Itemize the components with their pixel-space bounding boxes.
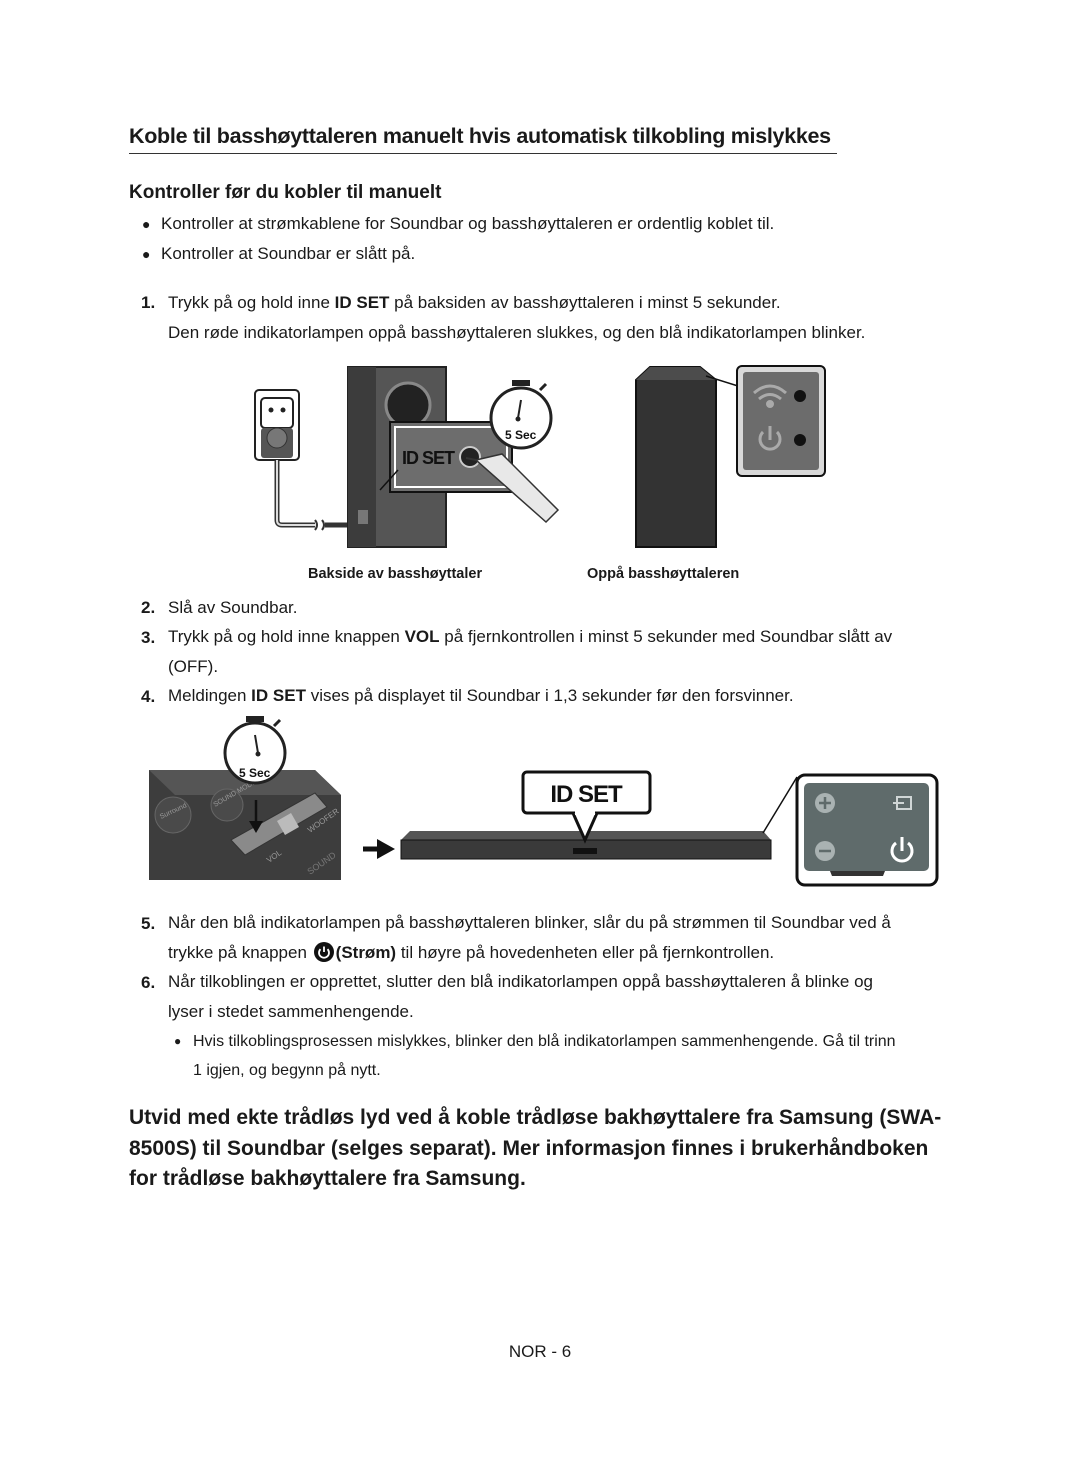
step-4-text: Meldingen ID SET vises på displayet til … [168, 681, 794, 711]
step-4-post: vises på displayet til Soundbar i 1,3 se… [305, 686, 794, 705]
indicator-led [794, 390, 806, 402]
wall-outlet-icon [254, 389, 300, 461]
step-1-key: ID SET [334, 293, 390, 312]
page-heading: Koble til basshøyttaleren manuelt hvis a… [129, 124, 837, 154]
step-4-key: ID SET [251, 686, 306, 705]
bullet: ● [142, 216, 151, 232]
step-5-line2: trykke på knappen (Strøm) til høyre på h… [168, 938, 774, 968]
timer-label: 5 Sec [505, 428, 537, 442]
step-number: 6. [141, 973, 156, 992]
step-6-line1: Når tilkoblingen er opprettet, slutter d… [168, 972, 873, 991]
step-2-text: Slå av Soundbar. [168, 598, 298, 617]
wifi-icon [753, 384, 787, 408]
step-5-key: (Strøm) [335, 943, 397, 962]
press-arrow-icon [249, 800, 263, 833]
check-item: Kontroller at Soundbar er slått på. [161, 244, 416, 263]
plus-icon [815, 793, 835, 813]
timer-icon [223, 716, 287, 785]
figure-subwoofer-back-top: ID SET 5 Sec [254, 365, 826, 548]
step-3-line2: (OFF). [168, 657, 219, 676]
section-subheading: Kontroller før du kobler til manuelt [129, 182, 442, 203]
step-6-line2: lyser i stedet sammenhengende. [168, 1002, 414, 1021]
input-source-icon [893, 796, 912, 810]
step-5-post: til høyre på hovedenheten eller på fjern… [396, 943, 775, 962]
soundbar-icon [400, 831, 772, 860]
step-number: 3. [141, 628, 156, 647]
power-icon [890, 837, 914, 863]
step-1-pre: Trykk på og hold inne [168, 293, 335, 312]
step-number: 5. [141, 914, 156, 933]
indicator-panel [736, 365, 826, 477]
power-icon [758, 426, 782, 451]
step-number: 2. [141, 598, 156, 617]
check-item: Kontroller at strømkablene for Soundbar … [161, 214, 775, 233]
id-set-label: ID SET [402, 448, 455, 468]
bullet: ● [142, 246, 151, 262]
timer-icon [489, 380, 553, 450]
minus-icon [815, 841, 835, 861]
soundbar-display-text: ID SET [550, 781, 623, 808]
step-3-pre: Trykk på og hold inne knappen [168, 627, 405, 646]
caption-top: Oppå basshøyttaleren [587, 566, 740, 582]
page-number: NOR - 6 [508, 1342, 572, 1361]
note-line1: Hvis tilkoblingsprosessen mislykkes, bli… [193, 1033, 896, 1050]
figure-remote-soundbar: Surround SOUND MODE WOOFER VOL SOUND 5 S… [149, 716, 939, 887]
note-line2: 1 igjen, og begynn på nytt. [193, 1062, 381, 1079]
caption-back: Bakside av basshøyttaler [308, 566, 483, 582]
pin-tool-icon [465, 453, 560, 524]
right-arrow-icon [363, 839, 395, 859]
step-5-pre: trykke på knappen [168, 943, 312, 962]
indicator-led [794, 434, 806, 446]
step-1-text: Trykk på og hold inne ID SET på baksiden… [168, 288, 781, 318]
soundbar-button-panel [762, 773, 939, 887]
step-5-line1: Når den blå indikatorlampen på basshøytt… [168, 913, 891, 932]
step-4-pre: Meldingen [168, 686, 252, 705]
step-number: 1. [141, 293, 156, 312]
step-3-text: Trykk på og hold inne knappen VOL på fje… [168, 622, 892, 652]
closing-paragraph: Utvid med ekte trådløs lyd ved å koble t… [129, 1106, 942, 1190]
bullet: ● [174, 1034, 182, 1048]
display-bubble [521, 770, 652, 844]
power-icon [313, 942, 334, 962]
subwoofer-top-icon [635, 366, 739, 548]
step-number: 4. [141, 687, 156, 706]
timer-label: 5 Sec [239, 766, 271, 780]
step-3-post: på fjernkontrollen i minst 5 sekunder me… [439, 627, 893, 646]
step-3-key: VOL [404, 627, 440, 646]
step-1-post: på baksiden av basshøyttaleren i minst 5… [389, 293, 781, 312]
step-1-line2: Den røde indikatorlampen oppå basshøytta… [168, 323, 866, 342]
